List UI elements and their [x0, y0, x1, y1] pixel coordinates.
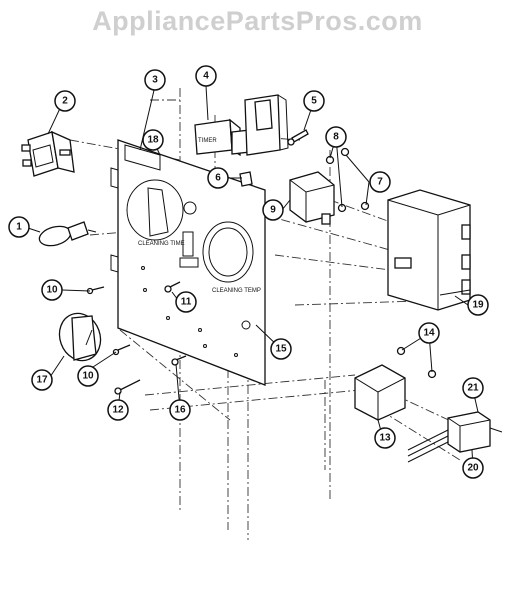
callout-18: 18: [142, 129, 164, 151]
callout-1: 1: [8, 216, 30, 238]
callout-20: 20: [462, 457, 484, 479]
knob: [58, 312, 102, 362]
callout-label: 3: [152, 75, 158, 86]
callout-label: 9: [270, 205, 276, 216]
callout-10-upper: 10: [41, 279, 63, 301]
callout-label: 10: [46, 285, 58, 296]
nuts-washers: [325, 147, 370, 213]
wire-connector: [407, 411, 503, 463]
svg-text:CLEANING TIME: CLEANING TIME: [138, 241, 185, 247]
indicator-lamp: [38, 221, 97, 247]
callout-15: 15: [270, 338, 292, 360]
callout-12: 12: [107, 399, 129, 421]
callout-label: 10: [82, 371, 94, 382]
nuts: [396, 346, 437, 379]
clip: [239, 171, 253, 187]
callout-label: 21: [467, 383, 479, 394]
callout-label: 19: [472, 300, 484, 311]
svg-text:TIMER: TIMER: [198, 138, 217, 144]
callout-5: 5: [303, 90, 325, 112]
panel-screws: [86, 281, 187, 395]
callout-label: 5: [311, 96, 317, 107]
callout-9: 9: [262, 199, 284, 221]
callout-label: 4: [203, 71, 209, 82]
callout-6: 6: [207, 167, 229, 189]
thermostat: [387, 189, 471, 311]
callout-label: 8: [333, 132, 339, 143]
callout-label: 7: [377, 177, 383, 188]
module: [354, 364, 406, 421]
control-panel: CLEANING TIME CLEANING TEMP: [110, 139, 266, 386]
callout-label: 15: [275, 344, 287, 355]
callout-label: 16: [174, 405, 186, 416]
callout-label: 17: [36, 375, 48, 386]
svg-text:CLEANING TEMP: CLEANING TEMP: [212, 288, 261, 294]
callout-label: 20: [467, 463, 479, 474]
callout-16: 16: [169, 399, 191, 421]
callout-19: 19: [467, 294, 489, 316]
callout-3: 3: [144, 69, 166, 91]
callout-4: 4: [195, 65, 217, 87]
callout-label: 12: [112, 405, 124, 416]
callout-label: 2: [62, 96, 68, 107]
callout-2: 2: [54, 90, 76, 112]
watermark: AppliancePartsPros.com: [92, 6, 423, 36]
rocker-switch: [21, 130, 75, 177]
callout-label: 13: [379, 433, 391, 444]
relay: [289, 171, 335, 225]
callout-11: 11: [175, 291, 197, 313]
callout-17: 17: [31, 369, 53, 391]
callout-label: 18: [147, 135, 159, 146]
callout-label: 1: [16, 222, 22, 233]
callout-10-lower: 10: [77, 365, 99, 387]
callout-label: 6: [215, 173, 221, 184]
callout-13: 13: [374, 427, 396, 449]
callout-21: 21: [462, 377, 484, 399]
screw: [287, 129, 309, 146]
timer-assembly: TIMER: [194, 94, 289, 157]
callout-14: 14: [418, 322, 440, 344]
callout-label: 14: [423, 328, 435, 339]
callout-label: 11: [181, 297, 192, 308]
callout-8: 8: [325, 126, 347, 148]
callout-7: 7: [369, 171, 391, 193]
